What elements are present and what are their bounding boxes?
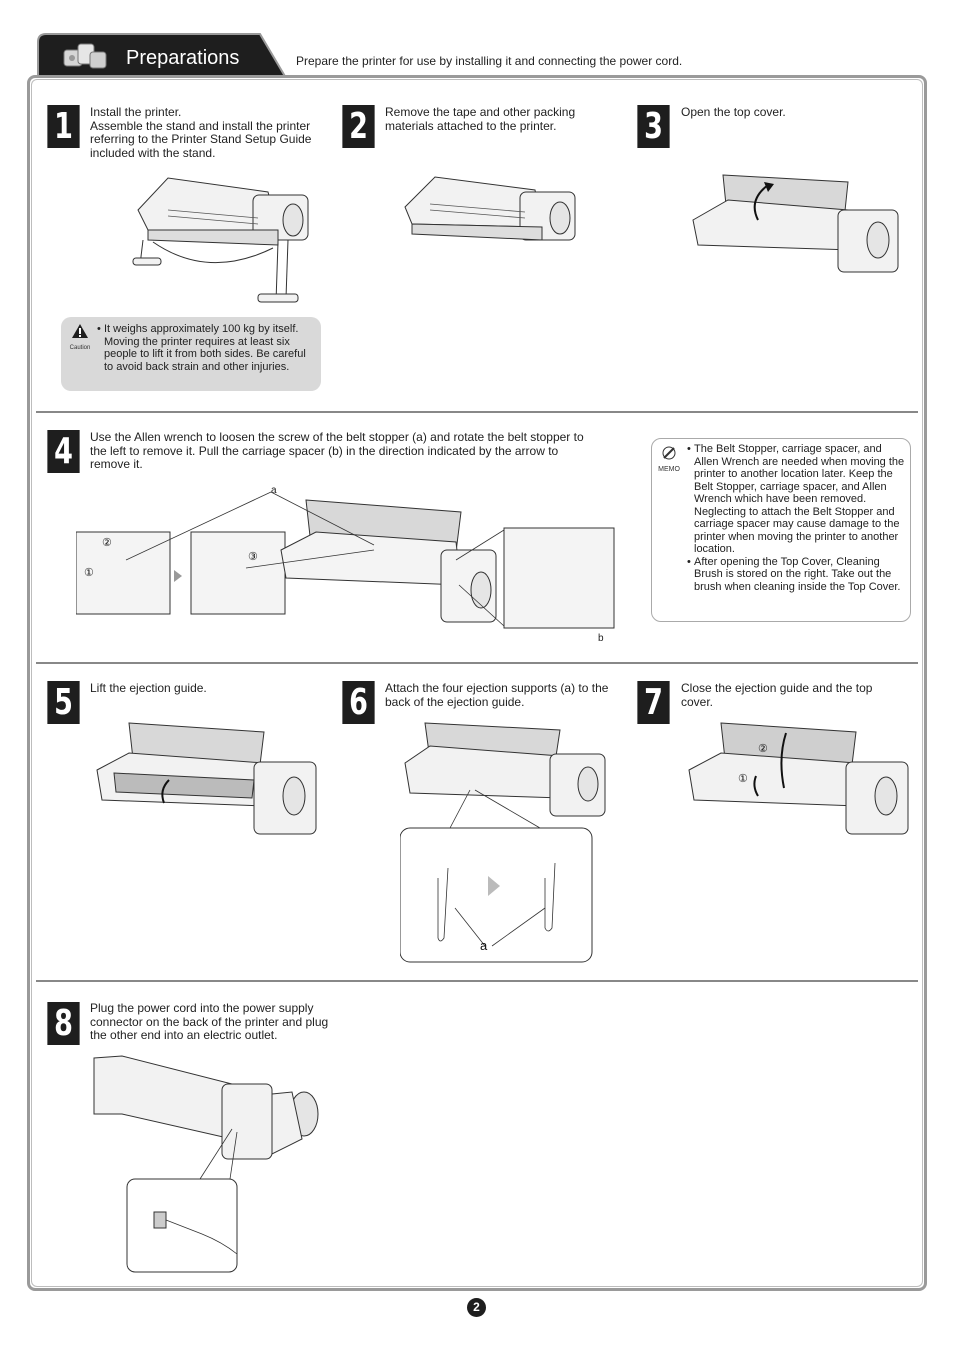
step-number-1: 1 — [47, 105, 80, 148]
memo-item-text: After opening the Top Cover, Cleaning Br… — [694, 555, 901, 593]
printer-packing-illustration — [400, 172, 580, 267]
label-b: b — [598, 633, 604, 644]
step6-label-a: a — [480, 938, 488, 953]
caution-body: It weighs approximately 100 kg by itself… — [104, 323, 306, 373]
row-divider — [36, 662, 918, 664]
lift-ejection-guide-illustration — [94, 718, 319, 843]
belt-stopper-illustration: ② ① ③ — [75, 490, 616, 645]
caution-label: Caution — [69, 345, 91, 351]
memo-bullet: • — [687, 555, 691, 568]
memo-item: • After opening the Top Cover, Cleaning … — [687, 556, 907, 594]
page-title: Preparations — [126, 47, 240, 69]
label-a: a — [271, 485, 277, 496]
step-number-4: 4 — [47, 430, 80, 473]
printer-on-stand-illustration — [128, 170, 318, 315]
memo-item-text: The Belt Stopper, carriage spacer, and A… — [694, 443, 905, 555]
step7-callout-1: ① — [738, 773, 748, 785]
step4-callout-2: ② — [102, 537, 112, 549]
step7-callout-2: ② — [758, 743, 768, 755]
step-text-1: Install the printer. Assemble the stand … — [90, 105, 312, 160]
row-divider — [36, 980, 918, 982]
caution-bullet: • — [97, 323, 101, 335]
step-text-8: Plug the power cord into the power suppl… — [90, 1001, 329, 1042]
memo-box: MEMO • The Belt Stopper, carriage spacer… — [651, 438, 911, 622]
ejection-supports-illustration: a — [399, 718, 610, 968]
step-text-3: Open the top cover. — [681, 105, 786, 119]
step4-callout-3: ③ — [248, 551, 258, 563]
memo-pen-icon: MEMO — [656, 445, 682, 473]
step-number-5: 5 — [47, 681, 80, 724]
open-top-cover-illustration — [688, 170, 903, 285]
caution-box: Caution • It weighs approximately 100 kg… — [61, 317, 321, 391]
intro-text: Prepare the printer for use by installin… — [296, 54, 683, 68]
memo-item: • The Belt Stopper, carriage spacer, and… — [687, 443, 907, 556]
memo-bullet: • — [687, 443, 691, 455]
step-text-4: Use the Allen wrench to loosen the screw… — [90, 430, 584, 471]
step-number-8: 8 — [47, 1002, 80, 1045]
step-number-7: 7 — [637, 681, 670, 724]
step-text-2: Remove the tape and other packing materi… — [385, 105, 576, 133]
page-number: 2 — [467, 1298, 486, 1317]
close-top-cover-illustration: ② ① — [686, 718, 911, 843]
step-number-6: 6 — [342, 681, 375, 724]
step-number-3: 3 — [637, 105, 670, 148]
caution-icon: Caution — [67, 323, 93, 351]
step-text-6: Attach the four ejection supports (a) to… — [385, 681, 609, 709]
step-number-2: 2 — [342, 105, 375, 148]
memo-list: • The Belt Stopper, carriage spacer, and… — [687, 443, 907, 593]
step4-callout-1: ① — [84, 567, 94, 579]
step-text-5: Lift the ejection guide. — [90, 681, 207, 695]
caution-text: • It weighs approximately 100 kg by itse… — [97, 323, 315, 373]
step-text-7: Close the ejection guide and the top cov… — [681, 681, 873, 709]
memo-label: MEMO — [658, 466, 680, 473]
power-cord-illustration — [92, 1054, 322, 1279]
content-frame-inner — [31, 79, 923, 1287]
section-tab: Preparations — [34, 32, 288, 78]
row-divider — [36, 411, 918, 413]
content-frame — [27, 75, 927, 1291]
